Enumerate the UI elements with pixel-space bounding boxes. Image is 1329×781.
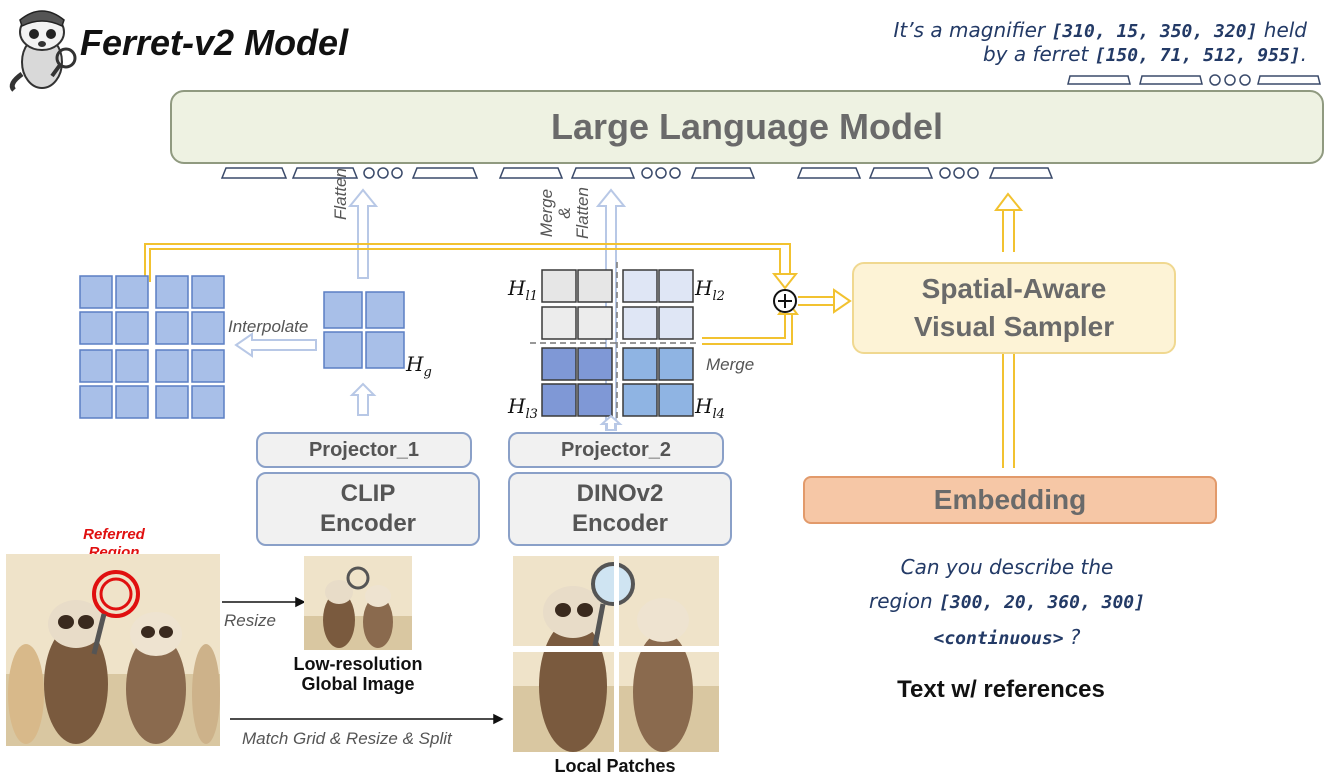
clip-encoder-line1: CLIP (340, 480, 396, 507)
low-resolution-line2: Global Image (301, 674, 415, 694)
output-tokens (1067, 74, 1321, 86)
merge-flatten-label: Merge & Flatten (537, 178, 592, 248)
black-arrows (222, 596, 504, 725)
merge-flatten-line1: Merge (537, 188, 556, 238)
output-line2-coords: [150, 71, 512, 955] (1094, 45, 1301, 66)
diagram-title: Ferret-v2 Model (80, 22, 349, 63)
output-line1-prefix: It’s a magnifier (893, 18, 1052, 42)
plus-circle-icon (773, 289, 797, 313)
sampler-line2: Visual Sampler (913, 311, 1115, 342)
hl1-label: Hl1 (508, 276, 538, 304)
hl2-label: Hl2 (695, 276, 725, 304)
output-line2-suffix: . (1300, 42, 1307, 66)
question-line3-suffix: ? (1063, 625, 1081, 649)
question-line1: Can you describe the (900, 555, 1114, 579)
flatten-label: Flatten (331, 168, 350, 220)
input-tokens (220, 167, 1054, 179)
referred-region-line1: Referred (83, 526, 145, 543)
local-patches-image (513, 556, 719, 752)
dinov2-encoder-line2: Encoder (571, 510, 669, 537)
low-resolution-label: Low-resolution Global Image (268, 654, 448, 694)
question-line3-tag: <continuous> (933, 628, 1064, 649)
output-line1-coords: [310, 15, 350, 320] (1051, 21, 1258, 42)
global-feature-grid (323, 291, 405, 369)
question-text: Can you describe the region [300, 20, 36… (842, 550, 1172, 656)
output-caption: It’s a magnifier [310, 15, 350, 320] hel… (894, 18, 1307, 66)
hl3-label: Hl3 (508, 394, 538, 422)
hl4-label: Hl4 (695, 394, 725, 422)
merge-label: Merge (706, 355, 755, 374)
local-feature-grids (530, 262, 700, 420)
hg-label: Hg (406, 352, 432, 380)
sampler-line1: Spatial-Aware (921, 273, 1107, 304)
large-language-model-box: Large Language Model (170, 90, 1324, 164)
clip-encoder-box: CLIP Encoder (256, 472, 480, 546)
original-input-image (6, 554, 220, 746)
projector-2-box: Projector_2 (508, 432, 724, 468)
yellow-arrows (144, 192, 1024, 468)
match-grid-label: Match Grid & Resize & Split (242, 729, 452, 748)
merge-flatten-line2: & (555, 207, 574, 219)
output-line1-suffix: held (1257, 18, 1307, 42)
projector-1-box: Projector_1 (256, 432, 472, 468)
ferret-mascot-logo (9, 10, 77, 92)
low-resolution-image (304, 556, 412, 650)
dinov2-encoder-line1: DINOv2 (576, 480, 664, 507)
local-patches-label: Local Patches (554, 756, 676, 776)
interpolate-label: Interpolate (228, 317, 309, 336)
interpolated-feature-grid (79, 275, 225, 419)
output-line2-prefix: by a ferret (982, 42, 1095, 66)
text-with-references-label: Text w/ references (897, 676, 1105, 703)
clip-encoder-line2: Encoder (319, 510, 417, 537)
embedding-box: Embedding (803, 476, 1217, 524)
question-line2-coords: [300, 20, 360, 300] (939, 592, 1145, 613)
projector2-up-arrow (599, 414, 623, 431)
resize-label: Resize (224, 611, 276, 630)
merge-flatten-line3: Flatten (573, 187, 592, 239)
low-resolution-line1: Low-resolution (293, 654, 423, 674)
question-line2-prefix: region (869, 589, 940, 613)
